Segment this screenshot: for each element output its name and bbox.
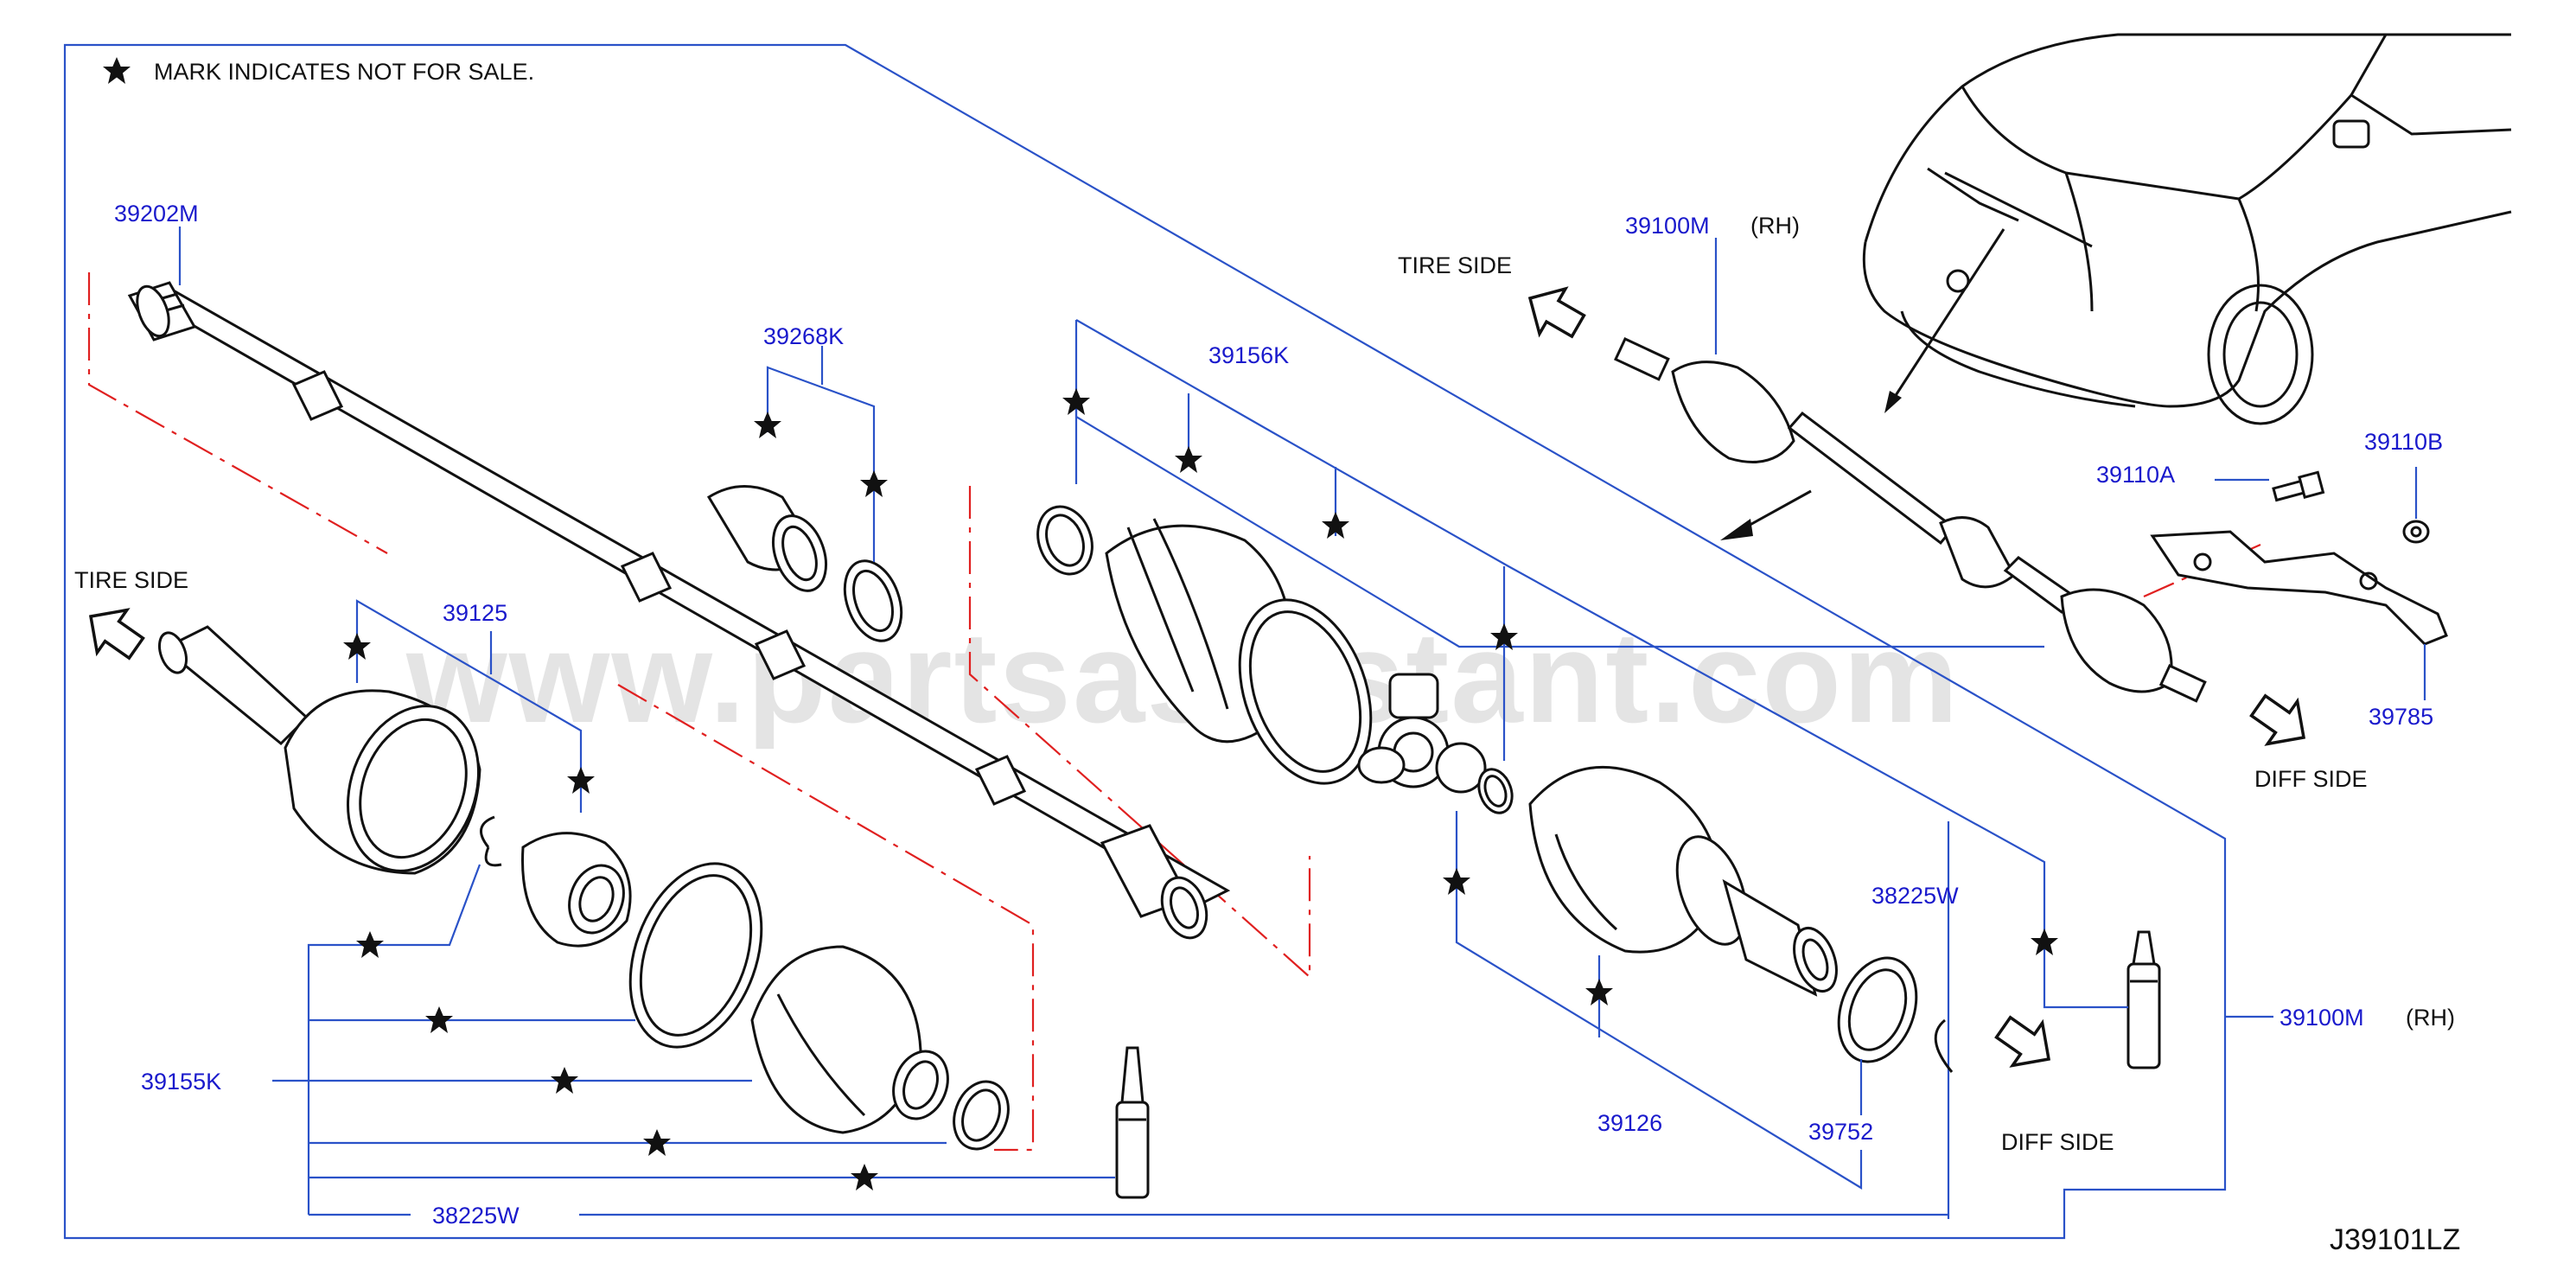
vehicle-illustration xyxy=(1862,33,2512,425)
part-label-38225w-right: 38225W xyxy=(1871,883,1959,909)
part-label-39110a: 39110A xyxy=(2096,462,2175,488)
part-label-39752: 39752 xyxy=(1808,1119,1873,1145)
group-frame-39156k xyxy=(1074,320,2044,648)
part-39156k xyxy=(1036,505,1514,814)
part-label-39125: 39125 xyxy=(443,600,507,626)
bolt-39110a xyxy=(2272,470,2325,502)
grease-tube-left xyxy=(1115,1046,1150,1199)
part-label-39110b: 39110B xyxy=(2364,429,2443,455)
part-label-39126: 39126 xyxy=(1597,1110,1662,1136)
direction-arrow-icon xyxy=(1720,519,1753,540)
tire-side-label-top: TIRE SIDE xyxy=(1398,252,1512,278)
star-icon xyxy=(103,57,131,84)
part-label-39100m-right: 39100M xyxy=(2280,1005,2364,1031)
part-label-39100m-top: 39100M xyxy=(1625,213,1710,239)
grease-tube-right xyxy=(2126,930,2161,1069)
diff-side-arrow-right-icon xyxy=(2241,682,2320,761)
not-for-sale-note: MARK INDICATES NOT FOR SALE. xyxy=(154,59,534,85)
assembly-frame xyxy=(63,43,2227,1240)
part-label-39785: 39785 xyxy=(2369,704,2433,730)
part-label-39268k: 39268K xyxy=(763,323,844,349)
tire-side-arrow-icon xyxy=(74,593,153,672)
shaft-39202m xyxy=(127,281,1231,940)
side-rh-top: (RH) xyxy=(1750,213,1800,239)
bracket-39785 xyxy=(2150,530,2448,646)
diff-side-label-bottom: DIFF SIDE xyxy=(2001,1129,2114,1155)
side-rh-right: (RH) xyxy=(2406,1005,2455,1031)
part-39268k xyxy=(706,485,903,642)
part-label-38225w-bottom: 38225W xyxy=(432,1203,520,1229)
diff-side-label-right: DIFF SIDE xyxy=(2254,766,2368,792)
part-label-39155k: 39155K xyxy=(141,1069,221,1095)
diagram-code: J39101LZ xyxy=(2330,1223,2460,1256)
axle-assembly-39100m xyxy=(1614,337,2207,703)
part-39126 xyxy=(1528,766,1838,997)
part-label-39202m: 39202M xyxy=(114,201,199,227)
part-label-39156k: 39156K xyxy=(1208,342,1289,368)
tire-side-label-left: TIRE SIDE xyxy=(74,567,188,593)
part-39125 xyxy=(157,625,1010,1151)
tire-side-arrow-top-icon xyxy=(1515,274,1593,350)
diff-side-arrow-icon xyxy=(1986,1004,2065,1082)
part-39752 xyxy=(1837,956,1918,1063)
nut-39110b xyxy=(2402,520,2430,544)
